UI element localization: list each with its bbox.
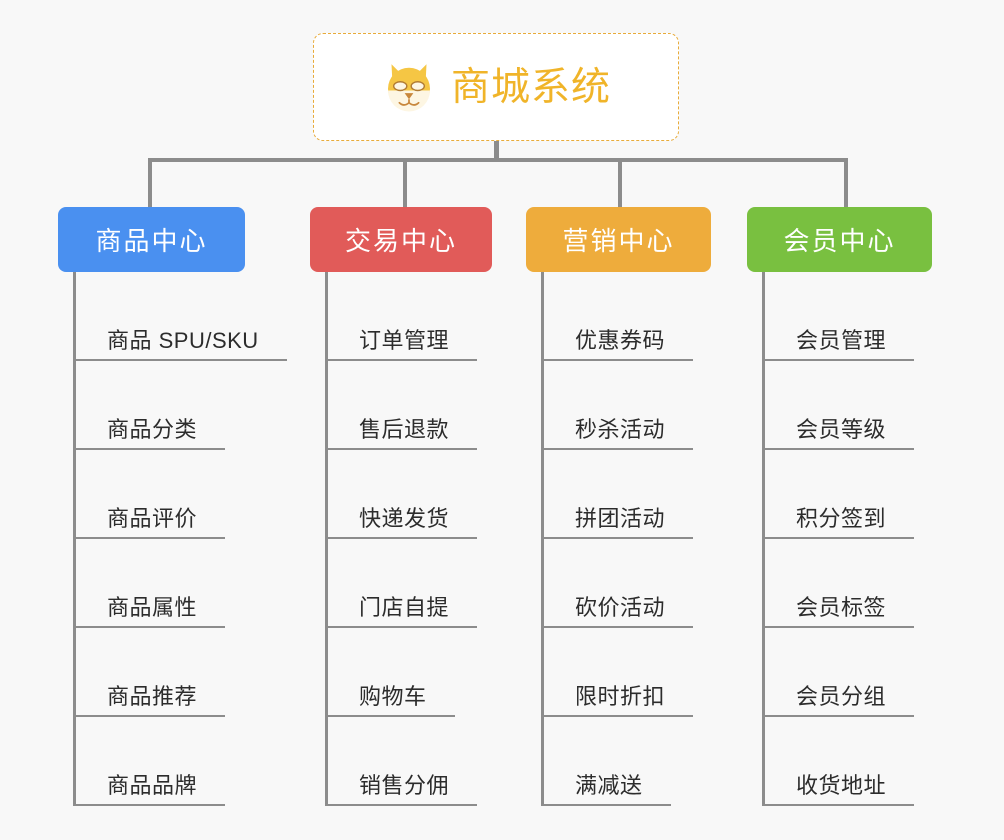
connector-drop-1 xyxy=(148,158,152,208)
leaf-label: 优惠券码 xyxy=(575,327,666,353)
branch-spine xyxy=(541,272,544,806)
leaf-item[interactable]: 商品评价 xyxy=(73,450,248,539)
leaf-item[interactable]: 拼团活动 xyxy=(541,450,711,539)
leaf-label: 商品品牌 xyxy=(107,772,198,798)
leaf-item[interactable]: 销售分佣 xyxy=(325,717,495,806)
leaf-item[interactable]: 会员等级 xyxy=(762,361,932,450)
leaf-label: 商品 SPU/SKU xyxy=(107,327,259,353)
branch-header-1[interactable]: 商品中心 xyxy=(58,207,245,272)
branch-header-label: 交易中心 xyxy=(344,226,457,256)
connector-root-stem xyxy=(494,141,499,161)
leaf-item[interactable]: 满减送 xyxy=(541,717,711,806)
connector-bus xyxy=(148,158,848,162)
leaf-item[interactable]: 限时折扣 xyxy=(541,628,711,717)
leaf-label: 购物车 xyxy=(359,683,427,709)
leaf-label: 满减送 xyxy=(575,772,643,798)
leaf-label: 秒杀活动 xyxy=(575,416,666,442)
leaf-label: 会员分组 xyxy=(796,683,887,709)
leaf-label: 商品评价 xyxy=(107,505,198,531)
leaf-item[interactable]: 商品推荐 xyxy=(73,628,248,717)
leaf-label: 售后退款 xyxy=(359,416,450,442)
leaf-item[interactable]: 积分签到 xyxy=(762,450,932,539)
branch-list-3: 优惠券码 秒杀活动 拼团活动 砍价活动 限时折扣 满减送 xyxy=(541,272,711,806)
branch-column-3: 营销中心 优惠券码 秒杀活动 拼团活动 砍价活动 限时折扣 满减送 xyxy=(526,207,711,806)
leaf-label: 会员标签 xyxy=(796,594,887,620)
branch-header-2[interactable]: 交易中心 xyxy=(310,207,492,272)
branch-header-3[interactable]: 营销中心 xyxy=(526,207,711,272)
leaf-label: 砍价活动 xyxy=(575,594,666,620)
leaf-item[interactable]: 砍价活动 xyxy=(541,539,711,628)
leaf-label: 快递发货 xyxy=(359,505,450,531)
branch-list-2: 订单管理 售后退款 快递发货 门店自提 购物车 销售分佣 xyxy=(325,272,495,806)
dog-face-icon xyxy=(387,64,430,112)
connector-drop-4 xyxy=(844,158,848,208)
leaf-label: 订单管理 xyxy=(359,327,450,353)
leaf-label: 商品分类 xyxy=(107,416,198,442)
leaf-label: 商品推荐 xyxy=(107,683,198,709)
leaf-label: 收货地址 xyxy=(796,772,887,798)
branch-column-4: 会员中心 会员管理 会员等级 积分签到 会员标签 会员分组 收货地址 xyxy=(747,207,932,806)
connector-drop-3 xyxy=(618,158,622,208)
leaf-label: 门店自提 xyxy=(359,594,450,620)
leaf-label: 销售分佣 xyxy=(359,772,450,798)
root-node[interactable]: 商城系统 xyxy=(313,33,679,141)
leaf-label: 会员管理 xyxy=(796,327,887,353)
leaf-item[interactable]: 购物车 xyxy=(325,628,495,717)
leaf-item[interactable]: 商品属性 xyxy=(73,539,248,628)
leaf-item[interactable]: 门店自提 xyxy=(325,539,495,628)
branch-list-1: 商品 SPU/SKU 商品分类 商品评价 商品属性 商品推荐 商品品牌 xyxy=(73,272,287,806)
branch-spine xyxy=(325,272,328,806)
root-title: 商城系统 xyxy=(450,65,611,109)
branch-column-1: 商品中心 商品 SPU/SKU 商品分类 商品评价 商品属性 商品推荐 商品品牌 xyxy=(58,207,287,806)
branch-column-2: 交易中心 订单管理 售后退款 快递发货 门店自提 购物车 销售分佣 xyxy=(310,207,495,806)
leaf-item[interactable]: 售后退款 xyxy=(325,361,495,450)
branch-spine xyxy=(73,272,76,806)
branch-header-label: 营销中心 xyxy=(562,226,675,256)
leaf-item[interactable]: 会员分组 xyxy=(762,628,932,717)
connector-drop-2 xyxy=(403,158,407,208)
leaf-label: 商品属性 xyxy=(107,594,198,620)
leaf-label: 会员等级 xyxy=(796,416,887,442)
branch-list-4: 会员管理 会员等级 积分签到 会员标签 会员分组 收货地址 xyxy=(762,272,932,806)
leaf-item[interactable]: 商品 SPU/SKU xyxy=(73,272,287,361)
leaf-label: 限时折扣 xyxy=(575,683,666,709)
leaf-item[interactable]: 会员标签 xyxy=(762,539,932,628)
leaf-item[interactable]: 商品分类 xyxy=(73,361,248,450)
leaf-item[interactable]: 优惠券码 xyxy=(541,272,711,361)
branch-header-label: 会员中心 xyxy=(783,226,896,256)
branch-spine xyxy=(762,272,765,806)
branch-header-label: 商品中心 xyxy=(95,226,208,256)
leaf-item[interactable]: 商品品牌 xyxy=(73,717,248,806)
branch-header-4[interactable]: 会员中心 xyxy=(747,207,932,272)
leaf-item[interactable]: 收货地址 xyxy=(762,717,932,806)
leaf-item[interactable]: 秒杀活动 xyxy=(541,361,711,450)
leaf-label: 拼团活动 xyxy=(575,505,666,531)
leaf-item[interactable]: 会员管理 xyxy=(762,272,932,361)
leaf-item[interactable]: 快递发货 xyxy=(325,450,495,539)
leaf-item[interactable]: 订单管理 xyxy=(325,272,495,361)
leaf-label: 积分签到 xyxy=(796,505,887,531)
